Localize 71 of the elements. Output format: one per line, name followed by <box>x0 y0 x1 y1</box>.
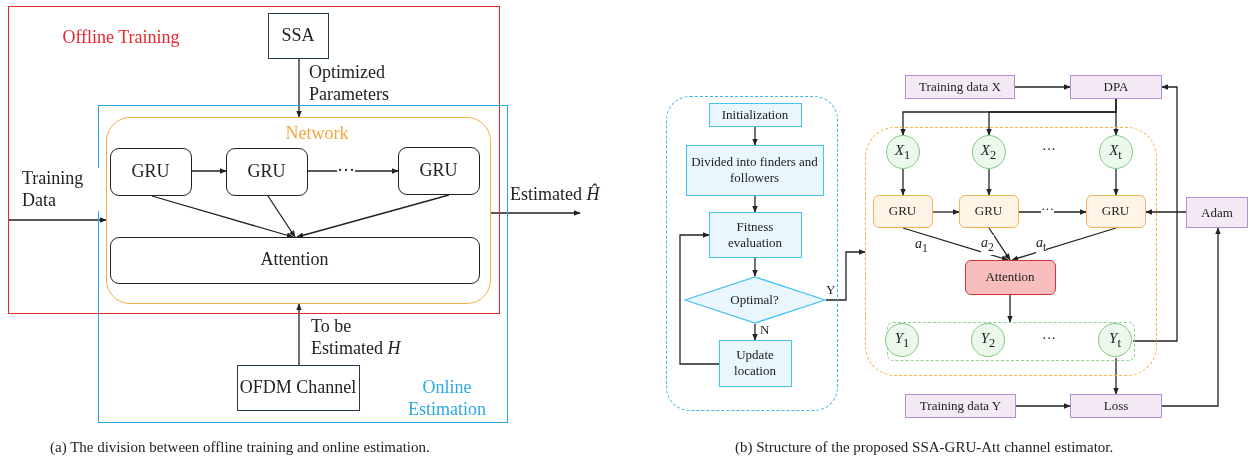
process-box: Initialization <box>708 102 802 127</box>
process-box: SSA <box>267 12 329 59</box>
arrow <box>7 217 107 223</box>
arrow <box>752 195 758 213</box>
arrow <box>151 195 294 238</box>
arrow <box>986 168 992 196</box>
region-frame <box>98 105 508 423</box>
group-title: Online Estimation <box>407 377 487 421</box>
gru-block: GRU <box>872 194 933 228</box>
figure-caption: (a) The division between offline training and online estimation. <box>50 438 430 456</box>
arrow <box>902 227 1009 261</box>
process-box: Training data X <box>905 75 1015 99</box>
ellipsis: ··· <box>1042 331 1056 348</box>
dashed-container <box>886 321 1135 361</box>
group-title: Network <box>284 123 350 145</box>
arrow <box>1113 357 1119 395</box>
arrow <box>307 168 399 174</box>
arrow <box>296 58 302 118</box>
arrow <box>490 210 581 216</box>
gru-block: GRU <box>109 147 192 196</box>
arrow <box>1018 209 1087 215</box>
arrow <box>988 227 1011 261</box>
arrow <box>1161 227 1221 407</box>
arrow <box>752 323 758 341</box>
arrow <box>191 168 227 174</box>
gru-block: GRU <box>225 147 308 196</box>
process-box: Training data Y <box>905 394 1016 418</box>
process-box: DPA <box>1070 75 1162 99</box>
dashed-container <box>666 96 838 411</box>
process-box: Divided into finders and followers <box>685 144 824 196</box>
figure-caption: (b) Structure of the proposed SSA-GRU-Att channel estimator. <box>735 438 1114 456</box>
process-box: Adam <box>1186 197 1248 228</box>
arrow <box>932 209 960 215</box>
variable-circle: X$_{t}$ <box>1098 134 1133 169</box>
variable-circle: X$_{2}$ <box>971 134 1006 169</box>
arrow <box>752 126 758 146</box>
ellipsis: ··· <box>1042 142 1056 159</box>
process-box: Fitness evaluation <box>708 211 802 258</box>
arrow <box>1132 84 1178 342</box>
edge-label: a$_{2}$ <box>981 235 994 255</box>
arrow <box>1011 227 1117 261</box>
process-box: Loss <box>1070 394 1162 418</box>
arrow <box>296 194 450 238</box>
gru-block: GRU <box>1085 194 1146 228</box>
variable-circle: Y$_{t}$ <box>1098 323 1132 357</box>
arrow <box>1015 403 1071 409</box>
variable-circle: Y$_{1}$ <box>885 323 919 357</box>
process-box: OFDM Channel <box>236 364 360 411</box>
variable-circle: X$_{1}$ <box>885 134 920 169</box>
arrow <box>1113 98 1119 136</box>
arrow <box>752 257 758 277</box>
gru-block: GRU <box>958 194 1019 228</box>
arrow <box>900 168 906 196</box>
dashed-container <box>865 127 1157 376</box>
decision-diamond: Optimal? <box>683 275 826 324</box>
gru-block: GRU <box>397 146 480 195</box>
arrow <box>679 232 720 365</box>
edge-label: Training Data <box>22 168 102 212</box>
arrow <box>1113 168 1119 196</box>
attention-block: Attention <box>109 236 480 284</box>
arrow <box>1014 84 1071 90</box>
process-box: Update location <box>718 339 792 387</box>
arrow <box>1007 294 1013 323</box>
arrow <box>296 303 302 366</box>
arrow <box>1145 209 1187 215</box>
region-frame <box>8 6 500 314</box>
arrow <box>267 195 296 238</box>
variable-circle: Y$_{2}$ <box>971 323 1005 357</box>
arrow <box>825 249 866 301</box>
group-title: Offline Training <box>61 27 181 49</box>
attention-block: Attention <box>964 259 1056 295</box>
